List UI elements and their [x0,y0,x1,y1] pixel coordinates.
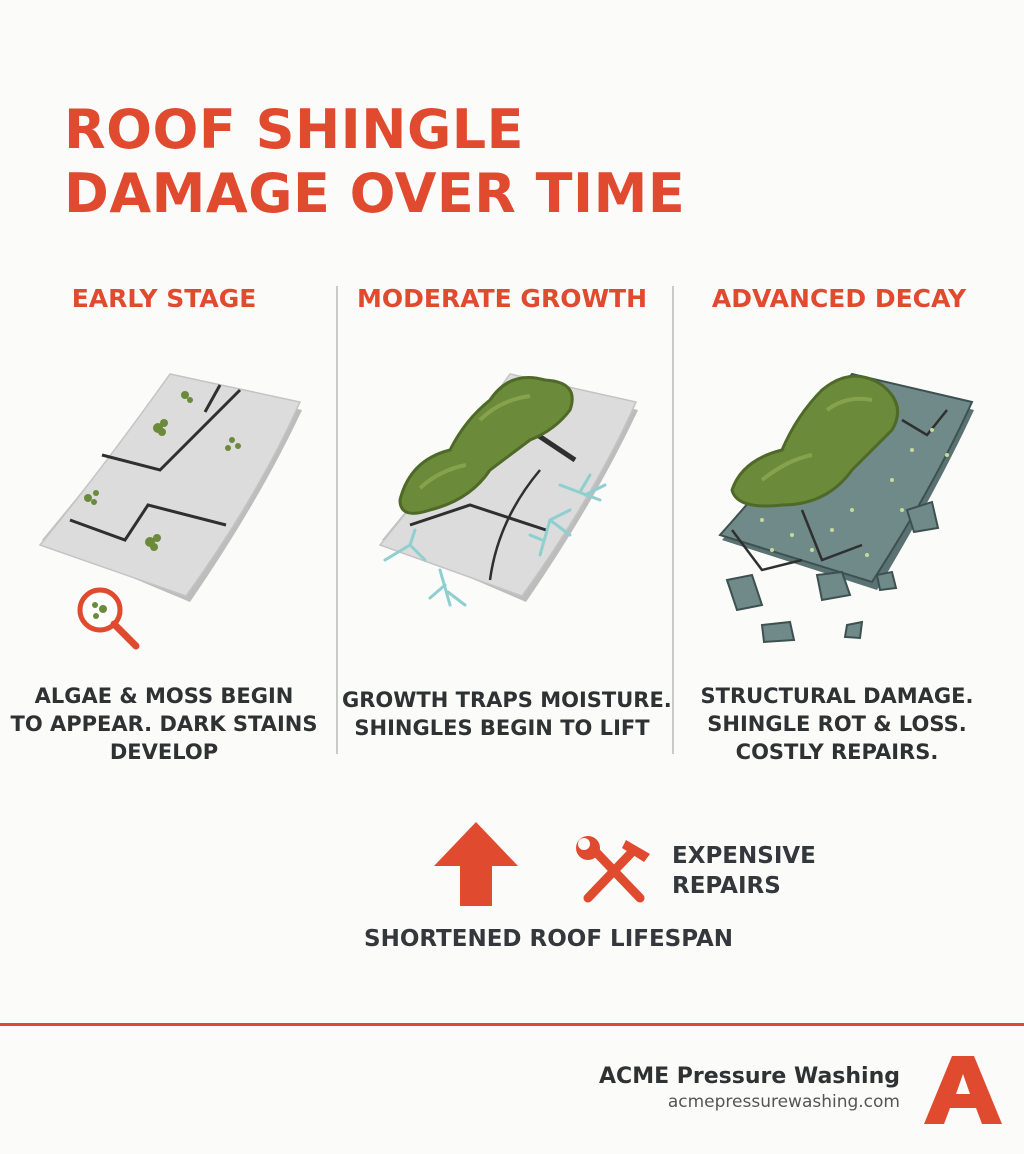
description-line: ALGAE & MOSS BEGIN [34,684,294,708]
description-line: COSTLY REPAIRS. [735,740,939,764]
brand-name: ACME Pressure Washing [599,1064,900,1089]
stage-heading-moderate: MODERATE GROWTH [356,284,648,313]
tools-icon [576,836,650,903]
stage-heading-advanced: ADVANCED DECAY [711,284,967,313]
advanced-decay-shingle-illustration [718,372,974,644]
moderate-growth-shingle-illustration [378,373,638,607]
brand-url: acmepressurewashing.com [667,1092,900,1112]
early-stage-shingle-illustration [38,373,302,650]
expensive-repairs-line-1: EXPENSIVE [672,843,816,869]
description-line: SHINGLE ROT & LOSS. [707,712,967,736]
magnifier-icon [77,587,140,650]
description-line: DEVELOP [109,740,219,764]
page-title: ROOF SHINGLE DAMAGE OVER TIME [64,98,685,226]
up-arrow-icon [434,822,518,906]
stage-description-early: ALGAE & MOSS BEGIN TO APPEAR. DARK STAIN… [4,682,324,766]
description-line: SHINGLES BEGIN TO LIFT [354,716,650,740]
shortened-roof-lifespan-label: SHORTENED ROOF LIFESPAN [364,926,734,952]
footer-divider [0,1023,1024,1026]
stage-description-advanced: STRUCTURAL DAMAGE. SHINGLE ROT & LOSS. C… [677,682,997,766]
acme-logo-icon [922,1054,1004,1126]
stage-heading-early: EARLY STAGE [71,284,257,313]
title-line-1: ROOF SHINGLE [64,98,525,161]
description-line: STRUCTURAL DAMAGE. [700,684,974,708]
expensive-repairs-line-2: REPAIRS [672,873,781,899]
column-divider [672,286,674,754]
description-line: TO APPEAR. DARK STAINS [10,712,318,736]
stage-description-moderate: GROWTH TRAPS MOISTURE. SHINGLES BEGIN TO… [342,686,672,742]
title-line-2: DAMAGE OVER TIME [64,162,686,225]
column-divider [336,286,338,754]
description-line: GROWTH TRAPS MOISTURE. [342,688,672,712]
